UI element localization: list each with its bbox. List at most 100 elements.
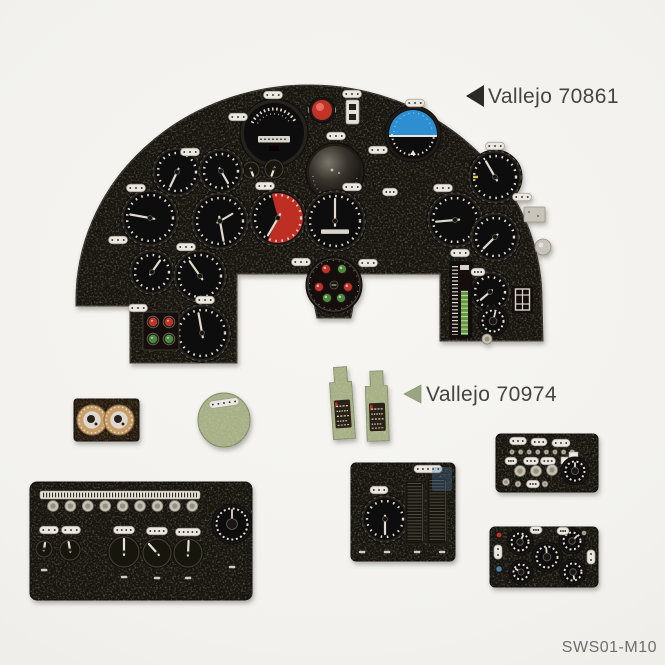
pill-part (113, 525, 135, 535)
panel-edge-highlight (75, 84, 545, 364)
horizon-part (384, 105, 442, 163)
pill-part (358, 258, 378, 268)
pill-part (208, 397, 240, 409)
dashdial-part (477, 305, 509, 337)
dial-part (303, 189, 367, 253)
speckle-texture (29, 481, 253, 601)
pill-part (540, 456, 556, 466)
paint-label-70974: Vallejo 70974 (426, 383, 557, 406)
tick-part (438, 550, 446, 554)
radio-panel-instruments (502, 436, 590, 489)
stud-part (502, 478, 510, 486)
knob-part (263, 158, 285, 180)
pill-part (450, 248, 470, 258)
pill-part (255, 181, 275, 191)
dial-part (469, 211, 521, 263)
pill-part (176, 242, 196, 252)
left-arrow-icon (466, 85, 484, 107)
tick-part (184, 576, 192, 580)
knob-part (58, 538, 82, 562)
dashdial-part (508, 559, 534, 585)
pill-part (326, 131, 346, 141)
light-part (308, 97, 336, 123)
tuner-panel-instruments (493, 525, 596, 586)
knob-part (141, 537, 173, 569)
pill-part (530, 437, 548, 447)
brass-part (103, 404, 135, 436)
dial-part (426, 191, 484, 249)
stud-part (541, 480, 549, 488)
main-panel-instruments (108, 89, 552, 363)
pill-part (61, 525, 81, 535)
side-panel-center (350, 462, 456, 562)
vpill-part (586, 549, 596, 565)
main-instrument-panel (75, 84, 552, 364)
dial-part (360, 494, 410, 544)
pill-part (146, 526, 168, 536)
knob-part (107, 535, 141, 569)
pill-part (180, 147, 200, 157)
strip-label (333, 399, 352, 429)
dial-part (128, 248, 176, 296)
pill-part (291, 257, 311, 267)
stud-part (546, 464, 558, 476)
pill-part (504, 456, 518, 466)
pill-part (175, 527, 201, 537)
tick-part (120, 575, 128, 579)
pill-part (126, 183, 146, 193)
switch-panel-bottom-left (29, 481, 253, 601)
tick-part (383, 550, 391, 554)
tick-part (153, 576, 161, 580)
radio-panel-top-right (495, 433, 599, 493)
pill-part (128, 303, 148, 313)
dial-part (172, 248, 228, 304)
knob-part (241, 160, 261, 180)
dial-part (248, 188, 308, 248)
stud-part (514, 480, 522, 488)
knob-part (172, 537, 204, 569)
vplate-part (345, 99, 360, 125)
side-panel-instruments (358, 464, 452, 554)
pill-part (470, 267, 486, 277)
dial-part (190, 191, 250, 251)
dial-part (467, 149, 523, 205)
disc-details (208, 397, 240, 409)
dashdial-part (531, 541, 563, 573)
dashdial-part (559, 558, 587, 586)
stud-part (530, 465, 542, 477)
tick-part (40, 568, 48, 572)
radio-panel-bottom-right (489, 525, 599, 588)
pill-part (39, 525, 59, 535)
pill-part (485, 141, 505, 151)
graydot-part (534, 238, 552, 256)
pill-part (263, 90, 283, 100)
dial-part (172, 303, 232, 363)
annotations: Vallejo 70861 Vallejo 70974 SWS01-M10 (403, 85, 657, 656)
ladder-part (512, 286, 533, 313)
strip-label (368, 402, 386, 432)
studrow-part (47, 500, 199, 512)
switch-panel-instruments (34, 490, 253, 580)
pill-part (526, 479, 540, 489)
pill-part (195, 295, 215, 305)
tint-part (432, 467, 452, 491)
tick-part (358, 550, 366, 554)
tick-part (413, 550, 421, 554)
pill-part (369, 485, 389, 495)
dashdial-part (211, 503, 253, 545)
pill-part (529, 525, 543, 535)
paint-label-70861: Vallejo 70861 (488, 85, 619, 108)
dashdial-part (560, 456, 590, 486)
stud-part (581, 530, 587, 536)
pill-part (108, 235, 128, 245)
dial-part (468, 270, 512, 314)
pill-part (368, 145, 388, 155)
plate-instruments (76, 404, 135, 436)
pill-part (342, 89, 362, 99)
vtape-part (449, 261, 473, 339)
pill-part (556, 526, 570, 536)
pill-part (228, 112, 248, 122)
lightsplate-part (142, 311, 180, 351)
